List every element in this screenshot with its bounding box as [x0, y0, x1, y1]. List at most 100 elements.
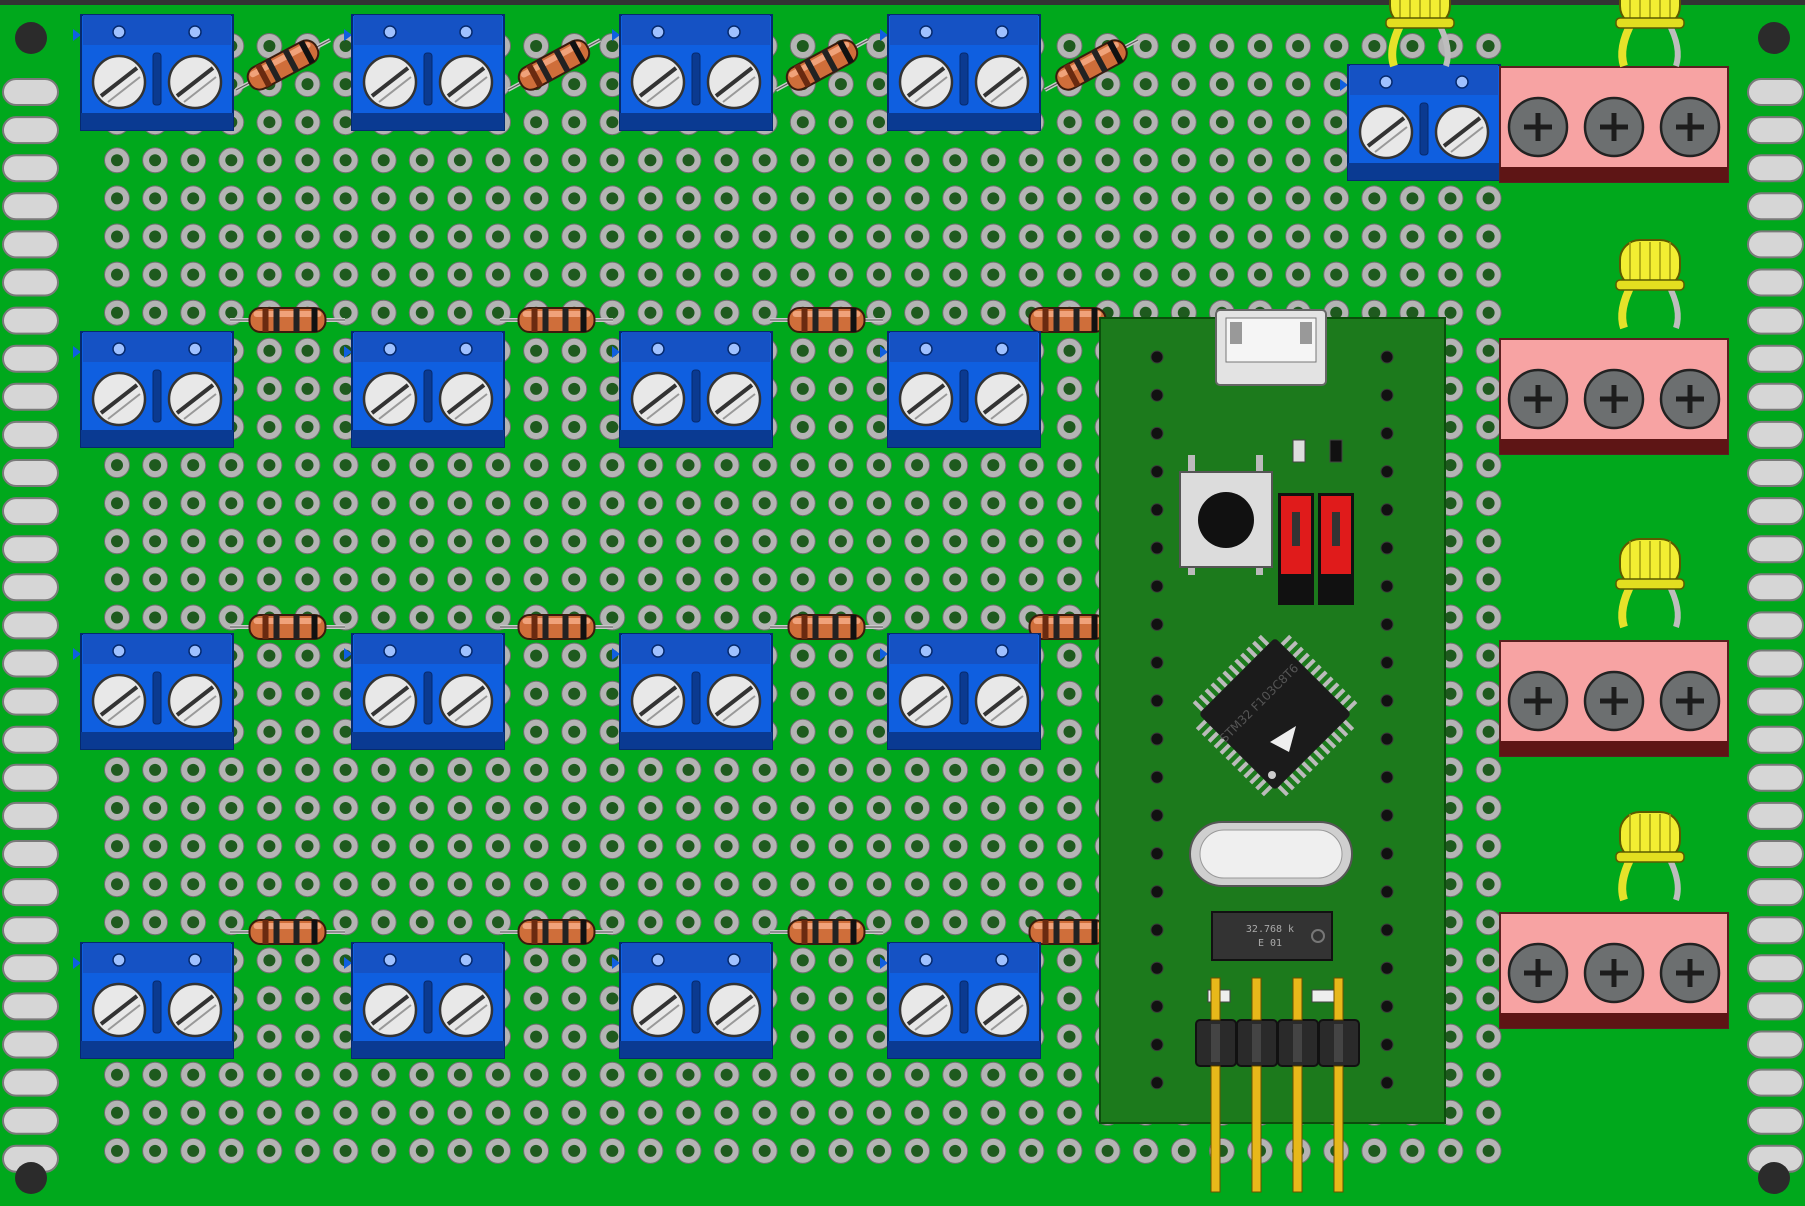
- color-band: [293, 615, 300, 639]
- hole: [339, 497, 352, 510]
- block-base: [352, 732, 504, 749]
- hole: [301, 1144, 314, 1157]
- left-slot: [2, 306, 59, 335]
- hole: [1444, 344, 1457, 357]
- terminal-block-2pin: [880, 14, 1041, 131]
- hole: [301, 230, 314, 243]
- hole: [606, 497, 619, 510]
- mcu-pin: [1150, 732, 1164, 746]
- hole: [111, 192, 123, 205]
- right-slot: [1747, 1106, 1804, 1135]
- hole: [911, 802, 924, 814]
- screw-shine: [914, 76, 948, 103]
- header-pin-top: [1251, 977, 1262, 1021]
- hole: [796, 649, 809, 662]
- chip-lead: [1249, 773, 1261, 785]
- hole: [1177, 40, 1190, 52]
- hole: [682, 611, 695, 624]
- hole: [834, 382, 847, 395]
- hole: [1482, 954, 1495, 967]
- block-top: [83, 943, 231, 973]
- hole: [492, 878, 504, 891]
- hole: [911, 1106, 924, 1119]
- screw-slot: [906, 66, 946, 98]
- resistor-shine: [1033, 618, 1102, 624]
- screw-slot: [638, 66, 678, 98]
- hole: [1330, 40, 1343, 52]
- screw-slot: [99, 66, 139, 98]
- wire-entry: [383, 342, 397, 356]
- color-band: [273, 615, 280, 639]
- hole: [644, 459, 657, 472]
- hole: [568, 459, 581, 472]
- hole: [339, 611, 352, 624]
- color-band: [542, 615, 549, 639]
- hole: [758, 916, 771, 929]
- chip-lead: [1195, 719, 1208, 731]
- mcu-chip: STM32 F103C8T6: [1192, 634, 1358, 797]
- hole: [1482, 802, 1495, 814]
- hole: [796, 230, 809, 243]
- hole: [911, 497, 924, 510]
- color-band: [832, 308, 839, 332]
- screw-shine: [183, 393, 217, 420]
- hole: [644, 268, 657, 281]
- screw-slot: [446, 994, 486, 1026]
- hole: [1101, 1144, 1114, 1157]
- resistor-shine: [253, 618, 322, 624]
- chip-lead: [1231, 755, 1243, 767]
- hole: [149, 497, 162, 510]
- hole: [1292, 78, 1305, 91]
- terminal-block-2pin: [880, 942, 1041, 1059]
- hole: [453, 573, 466, 586]
- hole: [492, 802, 504, 814]
- hole: [911, 268, 924, 281]
- hole: [187, 306, 200, 319]
- led: [1615, 538, 1685, 629]
- hole: [644, 611, 657, 624]
- hole: [1177, 116, 1190, 129]
- screw-shine: [378, 393, 412, 420]
- hole: [1063, 1030, 1076, 1043]
- resistor-shine: [792, 311, 861, 317]
- hole: [606, 78, 619, 91]
- block-divider: [959, 980, 969, 1034]
- mounting-hole: [15, 1162, 47, 1194]
- hole: [758, 154, 771, 167]
- hole: [263, 40, 276, 52]
- hole: [568, 116, 581, 129]
- resistors: [230, 38, 1139, 945]
- block-base: [1500, 439, 1728, 454]
- hole: [225, 268, 238, 281]
- resistor-shine: [253, 311, 322, 317]
- hole: [1063, 802, 1076, 814]
- terminal-block-2pin: [612, 942, 773, 1059]
- wire-entry: [459, 25, 473, 39]
- chip-lead: [1298, 652, 1310, 664]
- mcu-pin: [1150, 426, 1164, 440]
- hole: [225, 763, 238, 776]
- hole: [530, 1030, 543, 1043]
- hole: [758, 878, 771, 891]
- color-band: [580, 308, 587, 332]
- block-arrow: [73, 29, 81, 41]
- hole: [1139, 154, 1152, 167]
- screw-shine: [378, 1004, 412, 1031]
- resistor: [1028, 614, 1107, 640]
- resistor-body-group: [517, 919, 596, 945]
- screw-shine: [454, 76, 488, 103]
- hole: [1254, 116, 1266, 129]
- hole: [1063, 421, 1076, 433]
- hole: [682, 802, 695, 814]
- hole: [1444, 878, 1457, 891]
- color-band: [1073, 920, 1080, 944]
- hole: [758, 230, 771, 243]
- hole: [453, 611, 466, 624]
- hole: [415, 878, 428, 891]
- hole: [1292, 268, 1305, 281]
- hole: [644, 840, 657, 853]
- hole: [1025, 268, 1038, 281]
- color-band: [1073, 308, 1080, 332]
- hole: [606, 573, 619, 586]
- hole: [834, 763, 847, 776]
